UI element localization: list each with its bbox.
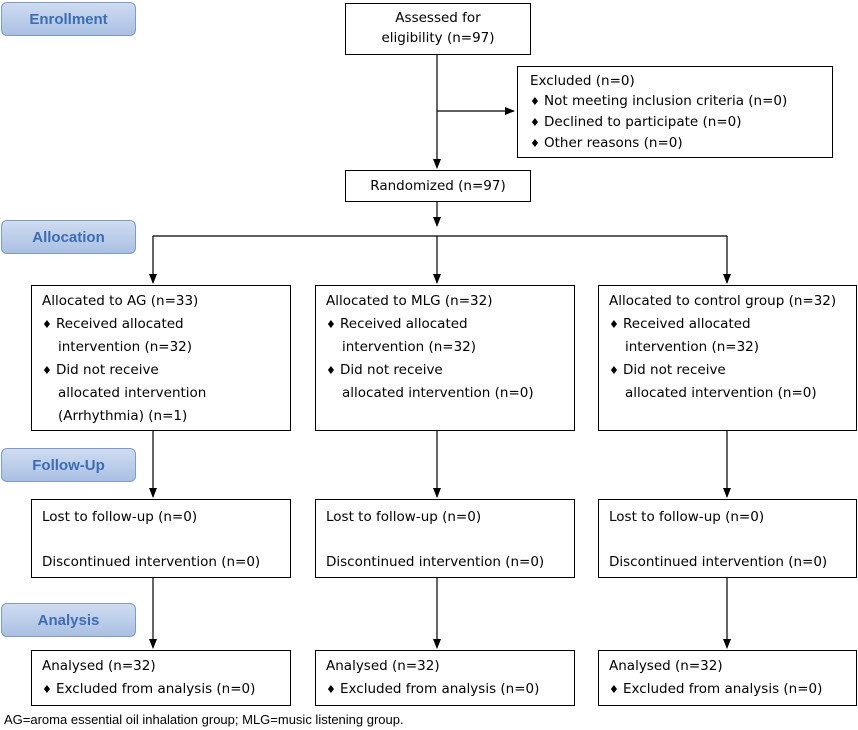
- assessed-line-1: Assessed for: [395, 10, 481, 26]
- followup-mlg-lost: Lost to follow-up (n=0): [326, 509, 482, 525]
- allocation-control-received-count: intervention (n=32): [625, 339, 760, 355]
- allocation-mlg-title: Allocated to MLG (n=32): [326, 293, 493, 309]
- allocation-ag-not-received-detail: allocated intervention: [58, 385, 207, 401]
- randomized-box: Randomized (n=97): [345, 170, 531, 202]
- allocation-control-received: Received allocated: [609, 313, 856, 337]
- followup-box-control: Lost to follow-up (n=0) Discontinued int…: [598, 499, 857, 578]
- analysis-ag-excluded: Excluded from analysis (n=0): [42, 678, 290, 702]
- followup-mlg-discontinued: Discontinued intervention (n=0): [326, 553, 545, 570]
- followup-control-lost: Lost to follow-up (n=0): [609, 509, 765, 525]
- allocation-ag-title: Allocated to AG (n=33): [42, 293, 199, 309]
- followup-box-mlg: Lost to follow-up (n=0) Discontinued int…: [315, 499, 575, 578]
- allocation-mlg-received-count: intervention (n=32): [342, 339, 477, 355]
- excluded-item-1: Not meeting inclusion criteria (n=0): [530, 91, 832, 112]
- footnote: AG=aroma essential oil inhalation group;…: [4, 712, 404, 727]
- allocation-control-not-received: Did not receive: [609, 359, 856, 383]
- allocation-ag-received-count: intervention (n=32): [58, 339, 193, 355]
- analysis-mlg-excluded: Excluded from analysis (n=0): [326, 678, 574, 702]
- assessed-line-2: eligibility (n=97): [381, 30, 495, 46]
- allocation-box-control: Allocated to control group (n=32) Receiv…: [598, 285, 857, 431]
- allocation-box-mlg: Allocated to MLG (n=32) Received allocat…: [315, 285, 575, 431]
- assessed-box: Assessed for eligibility (n=97): [345, 3, 531, 55]
- analysis-box-ag: Analysed (n=32) Excluded from analysis (…: [31, 650, 291, 706]
- stage-analysis: Analysis: [1, 603, 136, 637]
- allocation-mlg-not-received-count: allocated intervention (n=0): [342, 385, 534, 401]
- analysis-box-control: Analysed (n=32) Excluded from analysis (…: [598, 650, 857, 706]
- allocation-control-title: Allocated to control group (n=32): [609, 293, 837, 309]
- analysis-box-mlg: Analysed (n=32) Excluded from analysis (…: [315, 650, 575, 706]
- allocation-ag-not-received-count: (Arrhythmia) (n=1): [58, 407, 188, 424]
- analysis-control-analysed: Analysed (n=32): [609, 658, 723, 674]
- analysis-ag-analysed: Analysed (n=32): [42, 658, 156, 674]
- stage-followup: Follow-Up: [1, 448, 136, 482]
- analysis-mlg-analysed: Analysed (n=32): [326, 658, 440, 674]
- allocation-mlg-not-received: Did not receive: [326, 359, 574, 383]
- followup-ag-discontinued: Discontinued intervention (n=0): [42, 553, 261, 570]
- followup-ag-lost: Lost to follow-up (n=0): [42, 509, 198, 525]
- excluded-item-2: Declined to participate (n=0): [530, 112, 832, 133]
- stage-enrollment: Enrollment: [1, 2, 136, 36]
- allocation-ag-not-received: Did not receive: [42, 359, 290, 383]
- allocation-box-ag: Allocated to AG (n=33) Received allocate…: [31, 285, 291, 431]
- allocation-mlg-received: Received allocated: [326, 313, 574, 337]
- analysis-control-excluded: Excluded from analysis (n=0): [609, 678, 856, 702]
- excluded-box: Excluded (n=0) Not meeting inclusion cri…: [517, 66, 833, 158]
- excluded-item-3: Other reasons (n=0): [530, 133, 832, 154]
- stage-allocation: Allocation: [1, 220, 136, 254]
- allocation-control-not-received-count: allocated intervention (n=0): [625, 385, 817, 401]
- followup-control-discontinued: Discontinued intervention (n=0): [609, 553, 828, 570]
- excluded-title: Excluded (n=0): [530, 73, 635, 89]
- allocation-ag-received: Received allocated: [42, 313, 290, 337]
- followup-box-ag: Lost to follow-up (n=0) Discontinued int…: [31, 499, 291, 578]
